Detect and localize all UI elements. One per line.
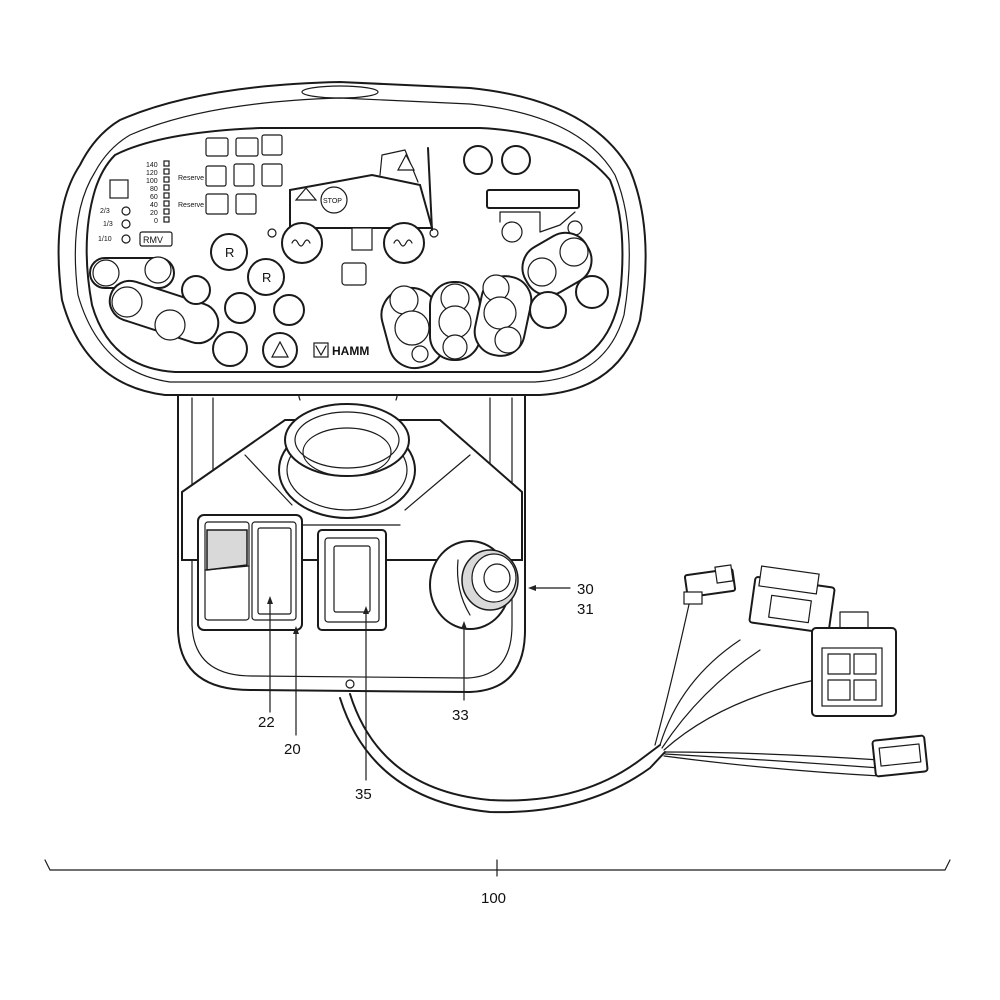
warning-triangle-icon [294, 187, 318, 201]
lamp-icon [235, 193, 257, 215]
rmv-box [139, 231, 173, 247]
hydraulic-icon [261, 163, 283, 187]
warning-bell-icon [397, 153, 415, 171]
speed-value-2: 100 [146, 178, 158, 185]
fuel-gauge-indicators: 2/3 1/3 1/10 [98, 179, 131, 244]
battery-icon [205, 137, 229, 157]
right-top-button-2 [501, 145, 531, 175]
speed-scale: 140 120 100 80 60 40 20 0 RMV [139, 160, 173, 247]
coolant-icon [233, 163, 255, 187]
r-button-1-label: R [225, 245, 234, 260]
brake-icon [205, 193, 229, 215]
wiper-icon [212, 331, 248, 367]
speed-value-0: 140 [146, 162, 158, 169]
callout-22: 22 [258, 714, 275, 731]
roller-machine-graphic: STOP [267, 147, 439, 264]
filter-icon [205, 165, 227, 187]
fuel-fraction-3: 1/10 [98, 236, 112, 243]
emergency-stop-knob[interactable] [429, 540, 519, 630]
horn-icon [92, 259, 120, 287]
callout-31: 31 [577, 601, 594, 618]
r-button-1 [210, 233, 248, 271]
vibration-switch-cluster[interactable] [376, 224, 609, 374]
speed-value-7: 0 [154, 218, 158, 225]
connector-flat [871, 734, 929, 778]
light-icon [144, 256, 172, 284]
fuel-fraction-2: 1/3 [103, 221, 113, 228]
callout-33: 33 [452, 707, 469, 724]
callout-35: 35 [355, 786, 372, 803]
beam-icon [181, 275, 211, 305]
right-top-button-1 [463, 145, 493, 175]
indicator-lamps: Reserve Reserve [178, 134, 283, 215]
stop-label: STOP [323, 198, 342, 205]
speed-value-1: 120 [146, 170, 158, 177]
callout-leaders [44, 585, 951, 877]
turn-right-icon [154, 309, 186, 341]
beacon-icon [273, 294, 305, 326]
connector-large [811, 611, 897, 717]
oil-icon [235, 137, 259, 157]
connector-small [683, 564, 737, 605]
worklight-icon [224, 292, 256, 324]
r-button-2-label: R [262, 270, 271, 285]
callout-20: 20 [284, 741, 301, 758]
column-ring [278, 387, 416, 519]
right-display-area [463, 145, 583, 243]
brand-name: HAMM [332, 344, 369, 358]
speed-value-5: 40 [150, 202, 158, 209]
r-button-2 [247, 258, 285, 296]
turn-left-icon [111, 286, 143, 318]
fuel-fraction-1: 2/3 [100, 208, 110, 215]
left-button-cluster[interactable]: R R [89, 233, 305, 368]
callout-100: 100 [481, 890, 506, 907]
rmv-label: RMV [143, 235, 163, 245]
stop-sign-icon [320, 186, 348, 214]
speed-value-3: 80 [150, 186, 158, 193]
reserve-label-1: Reserve [178, 175, 204, 182]
speed-value-4: 60 [150, 194, 158, 201]
cable-harness [339, 599, 881, 814]
connector-medium [748, 565, 836, 634]
switch-35[interactable] [317, 529, 387, 631]
brand-logo: HAMM [313, 342, 369, 358]
engine-icon [261, 134, 283, 156]
drive-mode-icon [341, 262, 367, 286]
rocker-switch-group[interactable] [197, 514, 303, 631]
reserve-label-2: Reserve [178, 202, 204, 209]
speed-value-6: 20 [150, 210, 158, 217]
callout-30: 30 [577, 581, 594, 598]
